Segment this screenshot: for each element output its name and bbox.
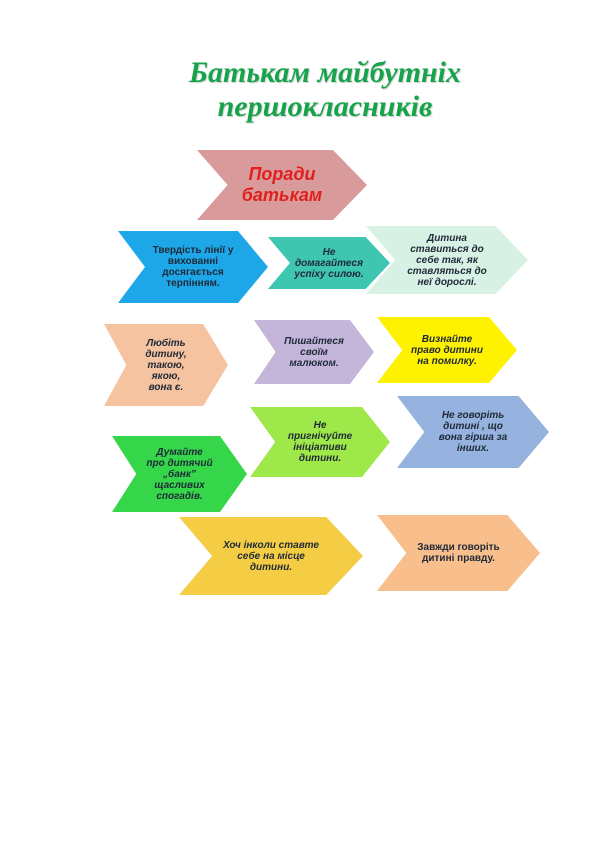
tip-arrow-1: Твердість лінії у вихованні досягається … xyxy=(118,231,268,303)
tip-arrow-7-label: Не пригнічуйте ініціативи дитини. xyxy=(287,420,353,464)
tip-arrow-1-label: Твердість лінії у вихованні досягається … xyxy=(152,245,234,289)
tip-arrow-7: Не пригнічуйте ініціативи дитини. xyxy=(250,407,390,477)
tip-arrow-8: Не говоріть дитині , що вона гірша за ін… xyxy=(397,396,549,468)
tip-arrow-2: Не домагайтеся успіху силою. xyxy=(268,237,390,289)
tip-arrow-8-label: Не говоріть дитині , що вона гірша за ін… xyxy=(438,410,508,454)
tip-arrow-6: Визнайте право дитини на помилку. xyxy=(377,317,517,383)
tip-arrow-3-label: Дитина ставиться до себе так, як ставлят… xyxy=(407,232,487,288)
tip-arrow-4-label: Любіть дитину, такою, якою, вона є. xyxy=(145,337,187,393)
tip-arrow-6-label: Визнайте право дитини на помилку. xyxy=(411,333,483,367)
page-title: Батькам майбутніх першокласників xyxy=(0,56,600,124)
title-line-2: першокласників xyxy=(217,90,433,123)
header-arrow-poradi: Поради батькам xyxy=(197,150,367,220)
tip-arrow-4: Любіть дитину, такою, якою, вона є. xyxy=(104,324,228,406)
tip-arrow-11-label: Завжди говоріть дитині правду. xyxy=(417,542,500,564)
tip-arrow-10-label: Хоч інколи ставте себе на місце дитини. xyxy=(223,539,319,573)
tip-arrow-11: Завжди говоріть дитині правду. xyxy=(377,515,540,591)
tip-arrow-10: Хоч інколи ставте себе на місце дитини. xyxy=(179,517,363,595)
tip-arrow-5-label: Пишайтеся своїм малюком. xyxy=(284,335,344,369)
tip-arrow-5: Пишайтеся своїм малюком. xyxy=(254,320,374,384)
header-arrow-label: Поради батькам xyxy=(241,164,323,205)
tip-arrow-3: Дитина ставиться до себе так, як ставлят… xyxy=(366,226,528,294)
tip-arrow-2-label: Не домагайтеся успіху силою. xyxy=(294,246,364,280)
title-line-1: Батькам майбутніх xyxy=(188,56,462,89)
tip-arrow-9: Думайте про дитячий „банк” щасливих спог… xyxy=(112,436,247,512)
tip-arrow-9-label: Думайте про дитячий „банк” щасливих спог… xyxy=(146,446,213,502)
